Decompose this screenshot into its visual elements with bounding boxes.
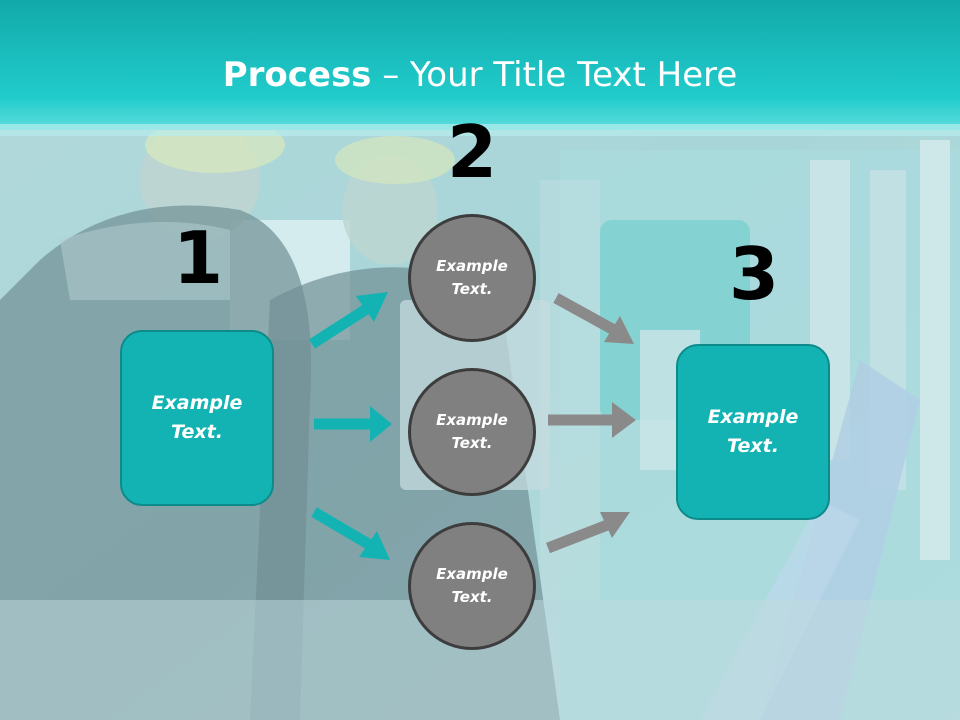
circle-middle-line1: Example bbox=[436, 411, 508, 429]
circle-middle-line2: Text. bbox=[451, 434, 493, 452]
right-box-line1: Example bbox=[707, 406, 799, 428]
circle-top-line2: Text. bbox=[451, 280, 493, 298]
right-process-box: Example Text. bbox=[676, 344, 830, 520]
circle-bottom-line1: Example bbox=[436, 565, 508, 583]
circle-bottom-line2: Text. bbox=[451, 588, 493, 606]
title-rest: – Your Title Text Here bbox=[371, 55, 738, 95]
left-box-line1: Example bbox=[151, 392, 243, 414]
right-box-line2: Text. bbox=[727, 435, 779, 457]
process-circle-top: Example Text. bbox=[408, 214, 536, 342]
step-number-3: 3 bbox=[728, 232, 780, 316]
process-circle-middle: Example Text. bbox=[408, 368, 536, 496]
circle-top-line1: Example bbox=[436, 257, 508, 275]
left-box-line2: Text. bbox=[171, 421, 223, 443]
title-strong: Process bbox=[222, 55, 372, 95]
process-circle-bottom: Example Text. bbox=[408, 522, 536, 650]
left-process-box: Example Text. bbox=[120, 330, 274, 506]
slide-title: Process – Your Title Text Here bbox=[0, 52, 960, 98]
step-number-1: 1 bbox=[172, 216, 224, 300]
step-number-2: 2 bbox=[446, 110, 498, 194]
